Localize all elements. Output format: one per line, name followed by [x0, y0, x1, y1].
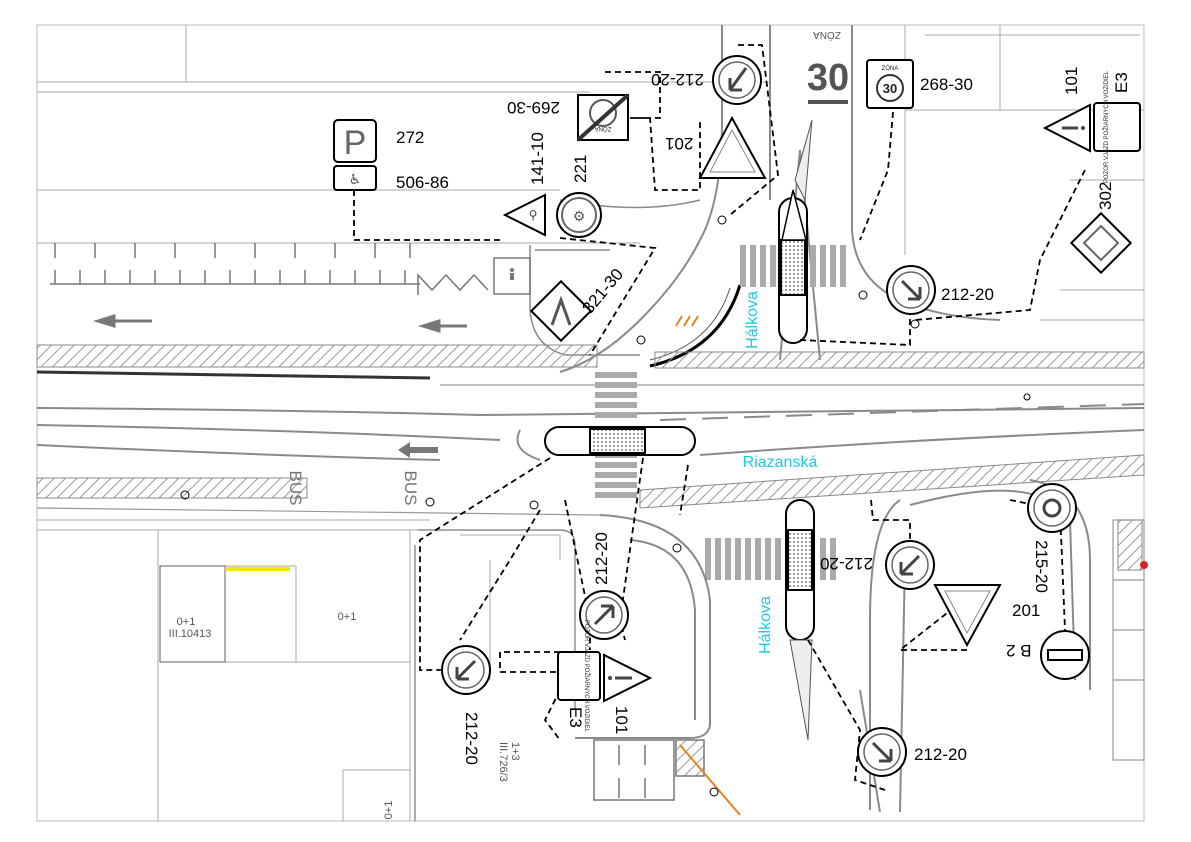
e3-panel-top-text: POZOR VJAZD POŽIARNYCH VOZIDIEL	[1102, 70, 1110, 183]
street-label-riazanska: Riazanská	[743, 454, 818, 471]
direction-sign-212-20-center	[579, 590, 629, 640]
street-label-halkova-north: Hálkova	[744, 291, 761, 349]
crossing-north-street	[740, 245, 846, 287]
round-sign-221: ⚙	[556, 192, 602, 238]
property-lines	[37, 25, 1144, 821]
label-101-bottom: 101	[612, 706, 631, 734]
parcel-number-2: 0+1	[338, 611, 357, 623]
label-321-30: 321-30	[579, 265, 628, 318]
e3-panel-bottom-text: POZOR VJAZD POŽIARNYCH VOZIDIEL	[583, 620, 591, 733]
zone-sign-word: ZÓNA	[882, 65, 899, 72]
label-101-top: 101	[1062, 67, 1081, 95]
north-road-edge	[36, 370, 431, 380]
cyclist-icon: ⚲	[529, 208, 538, 222]
zone-marking-speed: 30	[807, 57, 849, 99]
label-e3-top: E3	[1112, 72, 1131, 93]
label-268-30: 268-30	[920, 75, 973, 94]
south-road-edge	[36, 507, 601, 516]
orange-markings	[675, 315, 699, 327]
north-median-wedge	[794, 119, 813, 202]
north-hatched-strip	[36, 344, 598, 368]
label-201-bottom: 201	[1012, 601, 1040, 620]
crossing-south-street	[705, 538, 836, 580]
lower-left-buildings	[159, 529, 576, 821]
red-marker	[1140, 561, 1148, 569]
north-hatched-strip-east	[654, 351, 1145, 369]
label-506-86: 506-86	[396, 173, 449, 192]
label-b2: B 2	[1006, 641, 1032, 660]
warning-sign-141-10: ⚲	[502, 193, 546, 237]
label-212-20-top: 212-20	[651, 70, 704, 89]
accessible-parking-mark-icon	[510, 268, 514, 280]
yield-sign-201-top	[698, 115, 767, 179]
drawing-frame	[36, 24, 1145, 822]
svg-text:ZÓNA: ZÓNA	[595, 125, 612, 132]
label-e3-bottom: E3	[566, 707, 585, 728]
main-road-lanes	[36, 403, 1145, 461]
south-hatched-strip	[36, 477, 308, 499]
south-parking	[593, 739, 705, 801]
utility-symbols	[180, 215, 1031, 797]
label-269-30: 269-30	[507, 98, 560, 117]
zone-sign-speed: 30	[883, 81, 897, 96]
yield-sign-201-bottom	[933, 584, 1002, 648]
parcel-number-4: III.726/3	[497, 742, 509, 782]
label-201-top: 201	[665, 134, 693, 153]
label-212-20-mid: 212-20	[820, 554, 873, 573]
direction-sign-212-20-bottom-right	[857, 727, 907, 777]
zone-marking-word: ZÓNA	[813, 29, 841, 42]
south-median-wedge	[789, 639, 813, 741]
parcel-number-1: 0+1	[177, 616, 196, 628]
bus-marking-1: BUS	[286, 471, 305, 506]
warning-sign-101-top: POZOR VJAZD POŽIARNYCH VOZIDIEL	[1042, 70, 1141, 183]
parcel-number-3: 0+1	[383, 801, 395, 820]
label-221: 221	[571, 155, 590, 183]
lane-sign-321-30	[529, 279, 593, 343]
label-272: 272	[396, 128, 424, 147]
parking-sign-letter: P	[344, 124, 367, 162]
label-212-20-center: 212-20	[592, 532, 611, 585]
label-212-20-right: 212-20	[941, 285, 994, 304]
north-island-spike	[781, 189, 807, 241]
parking-sign-272: P ♿	[333, 119, 377, 191]
direction-sign-212-20-mid	[885, 540, 935, 590]
lane-arrows	[92, 313, 467, 334]
zone-end-sign-269-30: ZÓNA	[576, 93, 630, 142]
south-hatched-strip-east	[639, 454, 1145, 509]
bus-marking-2: BUS	[401, 471, 420, 506]
direction-sign-212-20-right	[886, 265, 936, 315]
warning-sign-101-bottom: POZOR VJAZD POŽIARNYCH VOZIDIEL	[557, 620, 653, 733]
parking-markings	[50, 243, 531, 295]
label-212-20-bottom-right: 212-20	[914, 745, 967, 764]
label-141-10: 141-10	[528, 132, 547, 185]
parcel-prefix-4: 1+3	[509, 742, 521, 761]
wheelchair-icon: ♿	[349, 172, 362, 188]
direction-sign-212-20-bottom-left	[441, 645, 491, 695]
label-302: 302	[1096, 182, 1115, 210]
east-parking	[1112, 519, 1145, 761]
direction-sign-212-20-top	[712, 55, 762, 105]
double-arrow-mark	[398, 442, 438, 458]
label-212-20-bottom-left: 212-20	[462, 712, 481, 765]
zone-sign-268-30: ZÓNA 30	[866, 59, 914, 109]
label-215-20: 215-20	[1032, 540, 1051, 593]
parcel-registry-1: III.10413	[169, 628, 212, 640]
priority-sign-302	[1069, 211, 1133, 275]
bicycle-icon: ⚙	[573, 209, 586, 225]
roundabout-sign-215-20	[1027, 483, 1077, 533]
street-label-halkova-south: Hálkova	[757, 596, 774, 654]
no-entry-sign-b2	[1040, 630, 1090, 680]
orange-line-south	[679, 744, 741, 816]
